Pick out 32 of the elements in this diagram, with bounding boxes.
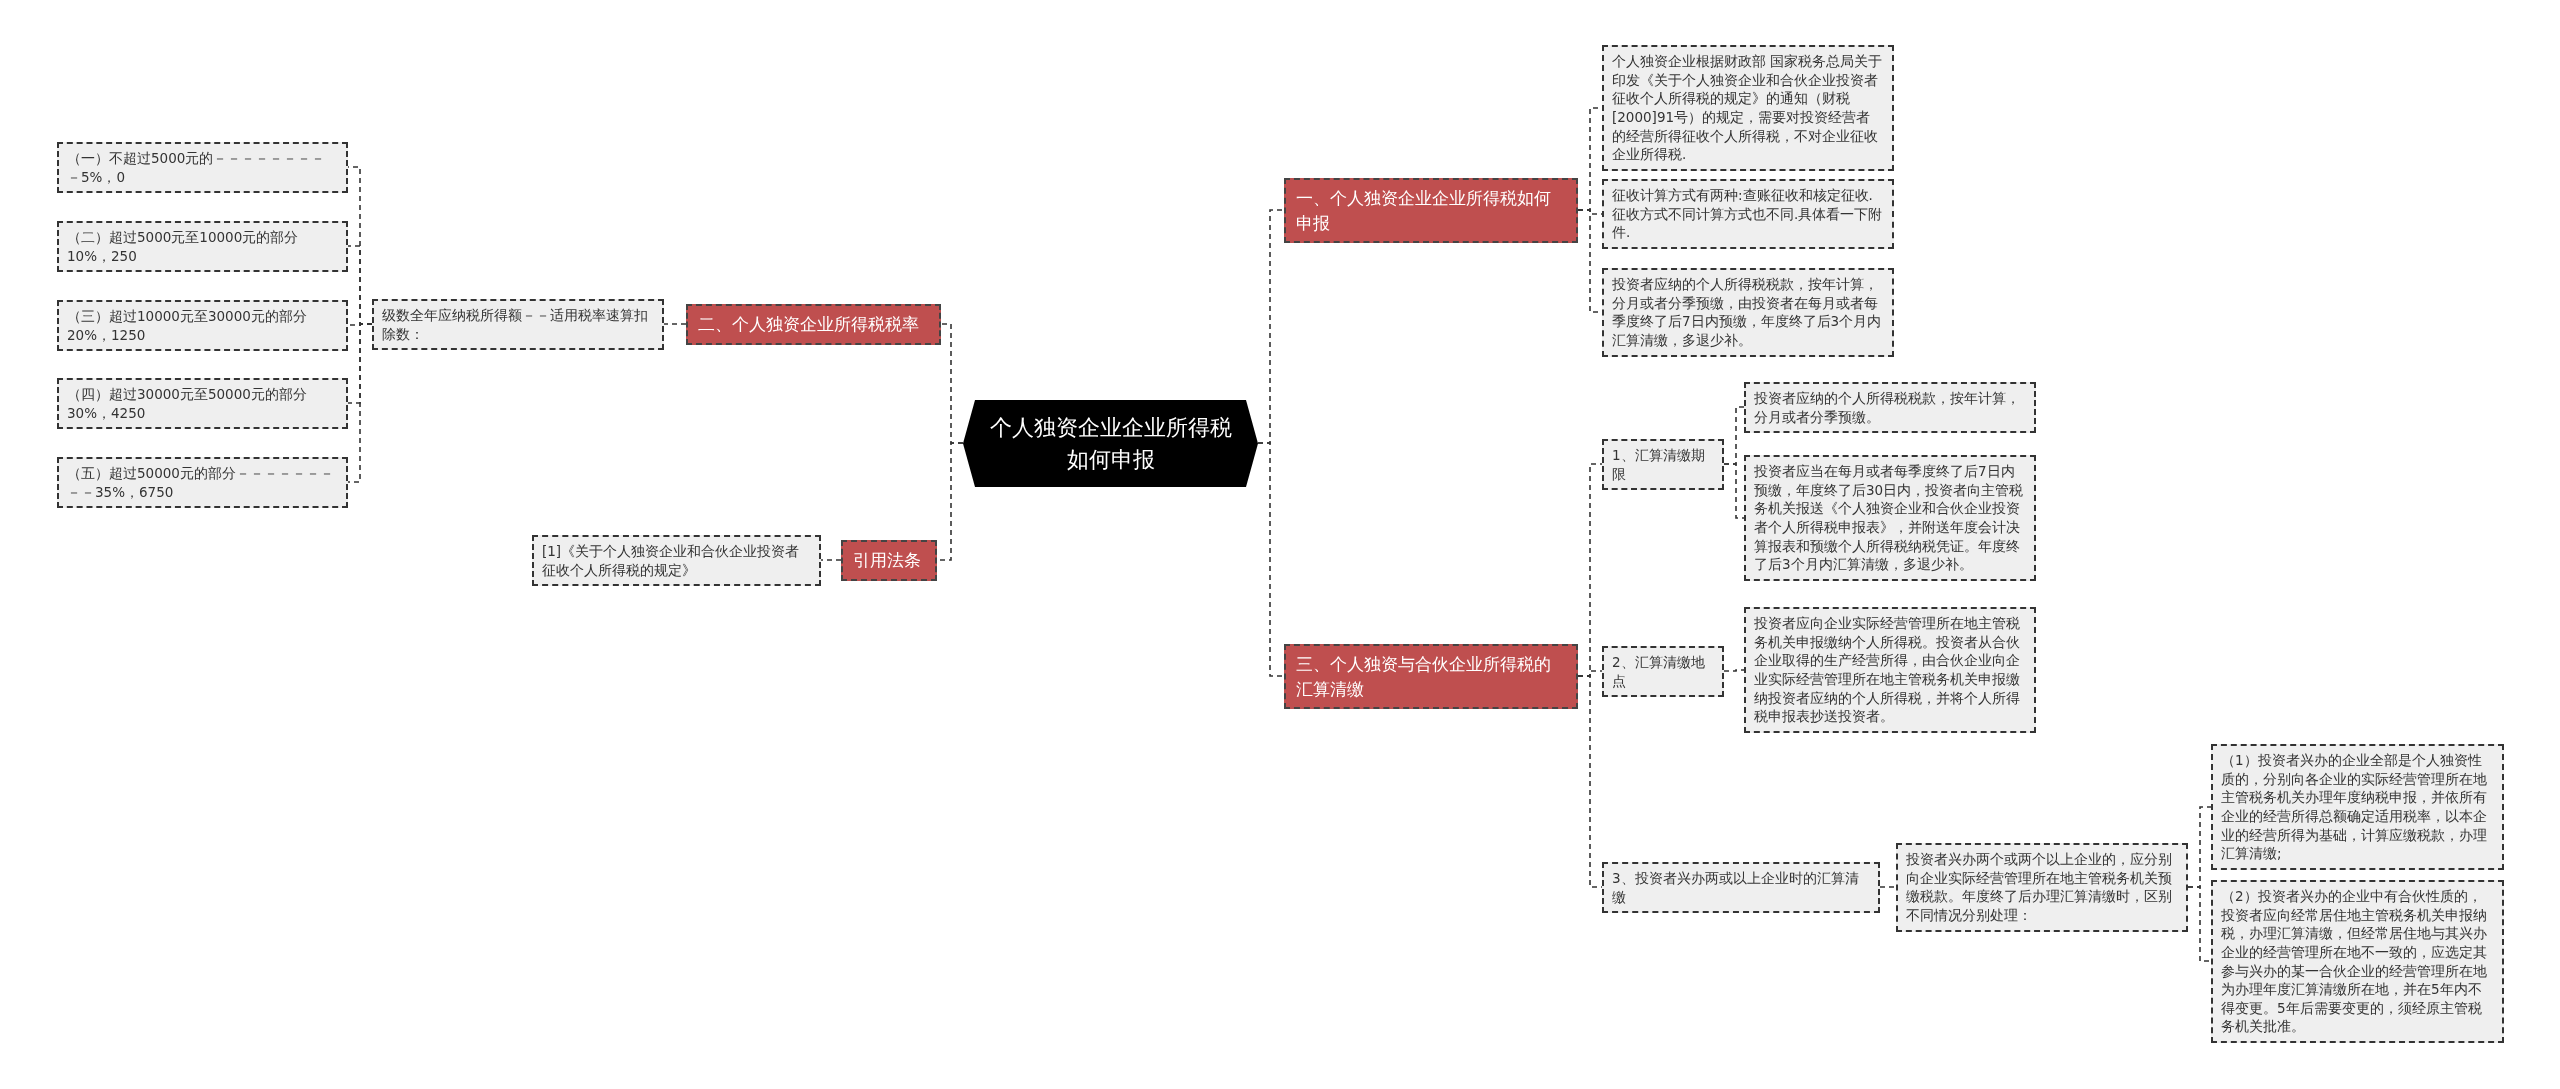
connector-line [1723, 463, 1745, 519]
topic-box: 投资者应向企业实际经营管理所在地主管税务机关申报缴纳个人所得税。投资者从合伙企业取得的生产经营所得，由合伙企业向企业实际经营管理所在地主管税务机关申报缴纳投资者应纳的个人所得税，并将个人所得税申报表抄送投资者。 [1744, 607, 2036, 733]
topic-box: 1、汇算清缴期限 [1602, 439, 1724, 491]
connector-line [820, 559, 842, 561]
topic-box: 投资者兴办两个或两个以上企业的，应分别向企业实际经营管理所在地主管税务机关预缴税款。年度终了后办理汇算清缴时，区别不同情况分别处理： [1896, 843, 2188, 932]
connector-line [1879, 886, 1897, 888]
connector-line [2187, 886, 2212, 962]
connector-line [1723, 669, 1745, 672]
central-topic: 个人独资企业企业所得税如何申报 [963, 400, 1258, 487]
topic-box: （五）超过50000元的部分－－－－－－－－－35%，6750 [57, 457, 348, 509]
topic-box: （2）投资者兴办的企业中有合伙性质的，投资者应向经常居住地主管税务机关申报纳税，办理汇算清缴，但经常居住地与其兴办企业的经营管理所在地不一致的，应选定其参与兴办的某一合伙企业的经营管理所在地为办理年度汇算清缴所在地，并在5年内不得变更。5年后需要变更的，须经原主管税务机关批准。 [2211, 880, 2504, 1043]
topic-box: 投资者应当在每月或者每季度终了后7日内预缴，年度终了后30日内，投资者向主管税务机关报送《个人独资企业和合伙企业投资者个人所得税申报表》，并附送年度会计决算报表和预缴个人所得税纳税凭证。年度终了后3个月内汇算清缴，多退少补。 [1744, 455, 2036, 581]
topic-box: 级数全年应纳税所得额－－适用税率速算扣除数： [372, 299, 664, 351]
topic-box: [1]《关于个人独资企业和合伙企业投资者征收个人所得税的规定》 [532, 535, 821, 587]
topic-box: 个人独资企业根据财政部 国家税务总局关于印发《关于个人独资企业和合伙企业投资者征收个人所得税的规定》的通知（财税[2000]91号）的规定，需要对投资经营者的经营所得征收个人所得税，不对企业征收企业所得税. [1602, 45, 1894, 171]
branch-box: 一、个人独资企业企业所得税如何申报 [1284, 178, 1578, 244]
connector-line [1257, 442, 1285, 677]
topic-box: 3、投资者兴办两或以上企业时的汇算清缴 [1602, 862, 1880, 914]
topic-box: （1）投资者兴办的企业全部是个人独资性质的，分别向各企业的实际经营管理所在地主管税务机关办理年度纳税申报，并依所有企业的经营所得总额确定适用税率，以本企业的经营所得为基础，计算应缴税款，办理汇算清缴; [2211, 744, 2504, 870]
branch-box: 二、个人独资企业所得税税率 [686, 304, 941, 345]
topic-box: （四）超过30000元至50000元的部分30%，4250 [57, 378, 348, 430]
topic-box: 投资者应纳的个人所得税税款，按年计算，分月或者分季预缴。 [1744, 382, 2036, 434]
topic-box: （二）超过5000元至10000元的部分10%，250 [57, 221, 348, 273]
connector-line [347, 323, 373, 483]
branch-box: 引用法条 [841, 540, 937, 581]
connector-line [663, 323, 687, 325]
topic-box: （三）超过10000元至30000元的部分20%，1250 [57, 300, 348, 352]
topic-box: 2、汇算清缴地点 [1602, 646, 1724, 698]
topic-box: （一）不超过5000元的－－－－－－－－－5%，0 [57, 142, 348, 194]
branch-box: 三、个人独资与合伙企业所得税的汇算清缴 [1284, 644, 1578, 710]
topic-box: 投资者应纳的个人所得税税款，按年计算，分月或者分季预缴，由投资者在每月或者每季度终了后7日内预缴，年度终了后3个月内汇算清缴，多退少补。 [1602, 268, 1894, 357]
topic-box: 征收计算方式有两种:查账征收和核定征收.征收方式不同计算方式也不同.具体看一下附件. [1602, 179, 1894, 249]
